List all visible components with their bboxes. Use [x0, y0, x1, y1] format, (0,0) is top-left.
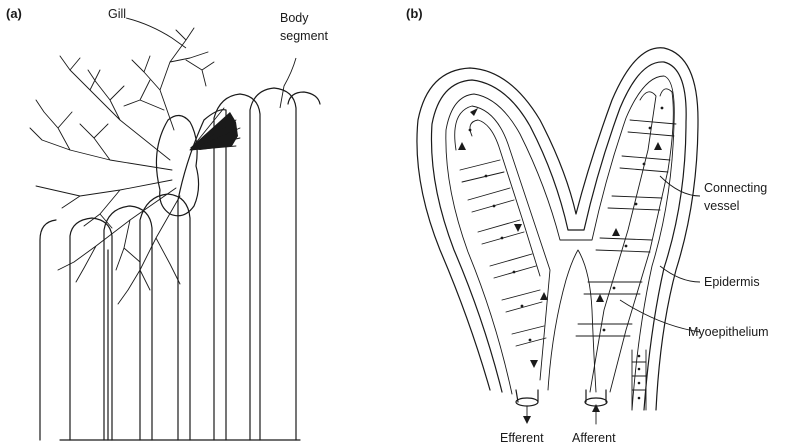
central-stem [548, 250, 596, 392]
gill-leader [126, 18, 186, 48]
body-segment-2 [70, 218, 112, 440]
gill-outline [417, 48, 698, 410]
body-segment-1 [40, 220, 56, 440]
connecting-vessel-label-line2: vessel [704, 199, 739, 213]
panel-b-letter: (b) [406, 6, 423, 21]
epidermis-leader [660, 266, 700, 282]
afferent-vessel [585, 390, 607, 424]
panel-a: (a) [6, 6, 328, 440]
myoepithelium-label: Myoepithelium [688, 325, 769, 339]
connecting-vessel-label-line1: Connecting [704, 181, 767, 195]
body-segment-3 [104, 206, 152, 440]
left-inner-vessel-2 [470, 120, 540, 276]
outer-epidermis [417, 48, 698, 410]
body-segment-4 [140, 194, 190, 440]
body-segment-7 [250, 88, 296, 440]
epidermis-label: Epidermis [704, 275, 760, 289]
myoepithelium-layer [446, 76, 674, 410]
left-inner-vessel [455, 106, 550, 380]
panel-a-letter: (a) [6, 6, 22, 21]
efferent-label: Efferent [500, 431, 544, 445]
cell-column [632, 350, 646, 410]
cell-dots [469, 107, 664, 342]
right-inner-vessel-2 [590, 92, 656, 392]
flow-arrows [458, 108, 662, 368]
gill-label: Gill [108, 7, 126, 21]
afferent-label: Afferent [572, 431, 616, 445]
body-segment-label-line1: Body [280, 11, 309, 25]
right-inner-vessel [610, 89, 673, 392]
body-segment-label-line2: segment [280, 29, 328, 43]
body-segments [40, 88, 320, 440]
body-segment-5 [178, 110, 226, 440]
panel-b: (b) [406, 6, 769, 445]
efferent-vessel [516, 390, 538, 424]
